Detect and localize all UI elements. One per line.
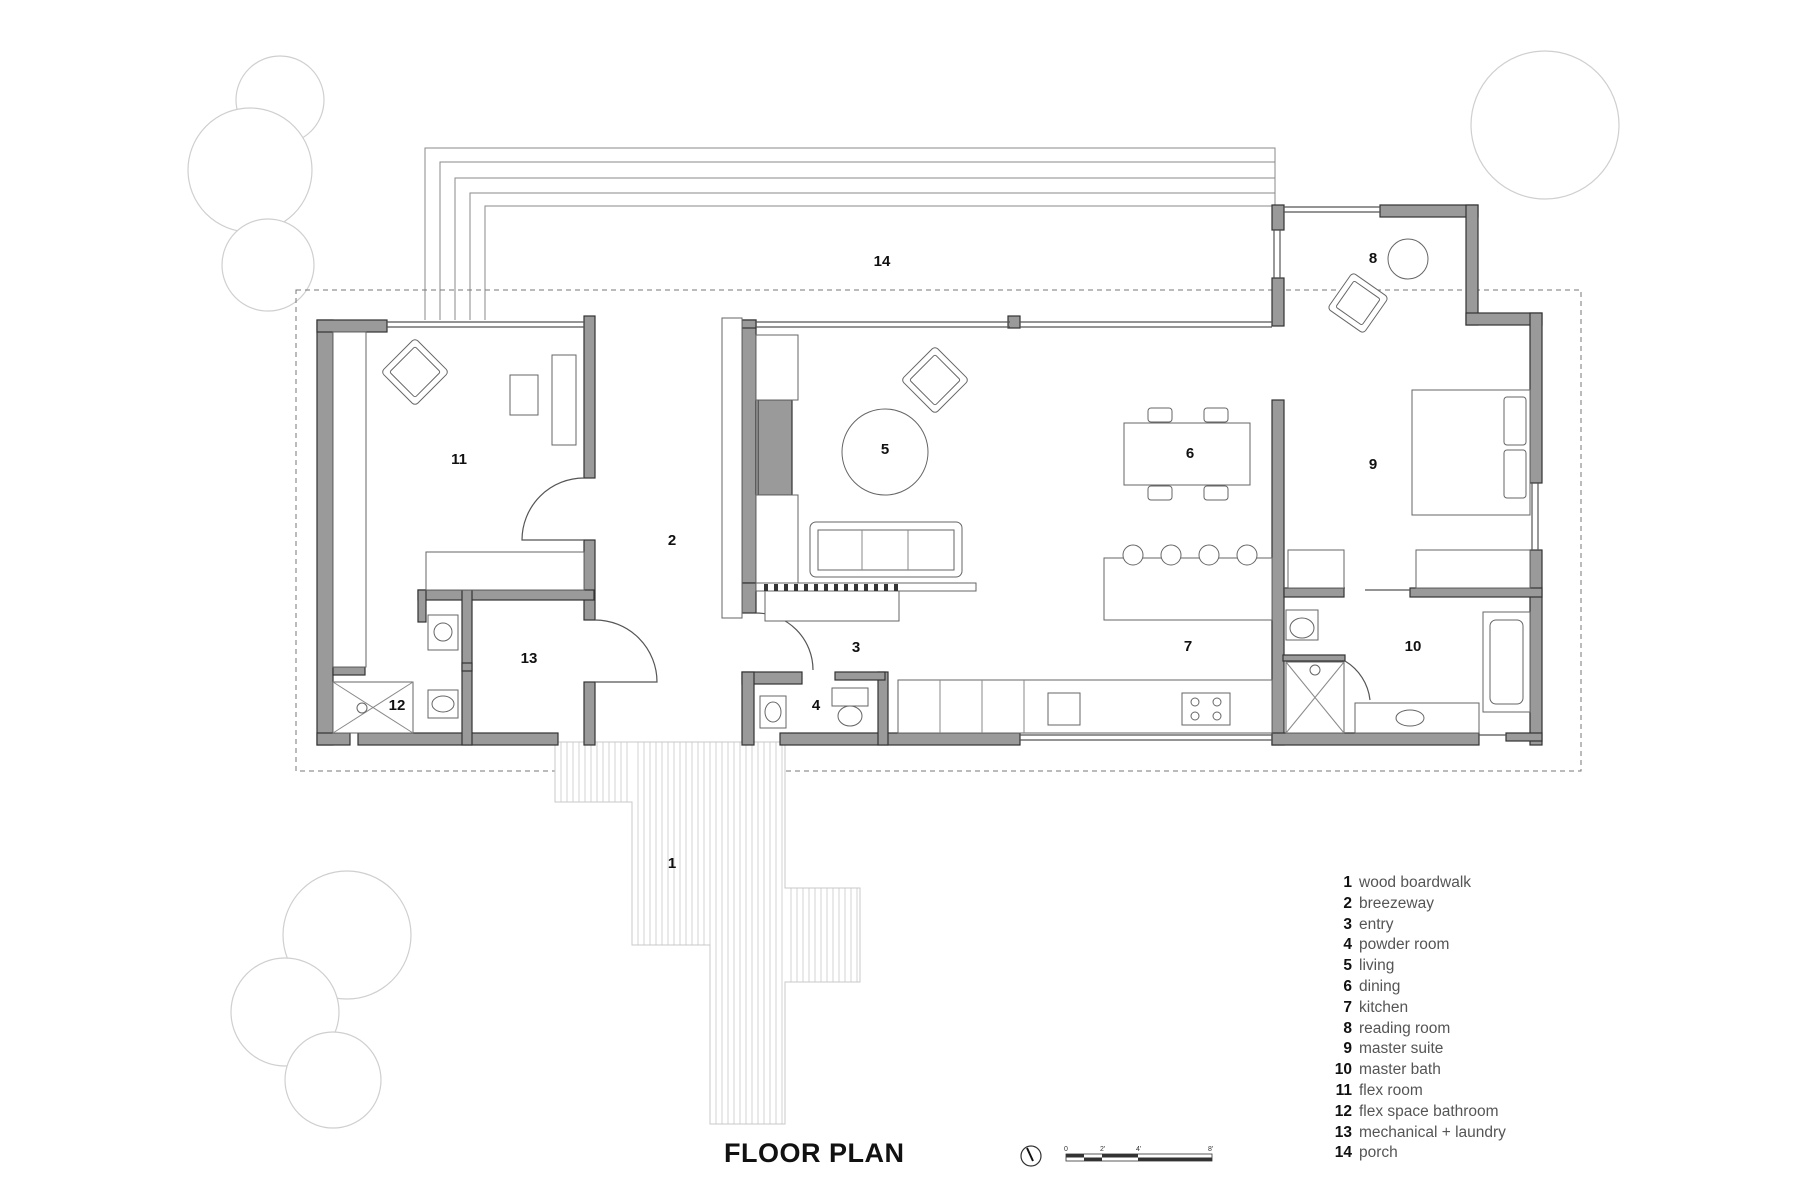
room-label-4: 4 — [812, 697, 821, 714]
room-label-5: 5 — [881, 441, 889, 458]
windows — [387, 206, 1539, 741]
scale-label-2: 2' — [1100, 1146, 1105, 1153]
room-label-2: 2 — [668, 532, 676, 549]
room-label-14: 14 — [874, 253, 891, 270]
room-label-10: 10 — [1405, 638, 1422, 655]
scale-bar: 0 2' 4' 8' — [1064, 1146, 1213, 1162]
north-arrow-icon — [1020, 1145, 1042, 1167]
room-labels: 1 2 3 4 5 6 7 8 9 10 11 12 13 14 — [389, 250, 1422, 872]
room-label-8: 8 — [1369, 250, 1377, 267]
tree-outlines — [187, 50, 1620, 1129]
scale-label-4: 4' — [1136, 1146, 1141, 1153]
scale-label-8: 8' — [1208, 1146, 1213, 1153]
room-label-11: 11 — [451, 451, 467, 468]
room-label-13: 13 — [521, 650, 538, 667]
room-label-12: 12 — [389, 697, 406, 714]
furniture — [332, 238, 1531, 734]
boardwalk — [554, 741, 861, 1125]
roof-outline — [295, 289, 1582, 772]
room-label-1: 1 — [668, 855, 676, 872]
room-label-6: 6 — [1186, 445, 1194, 462]
walls — [316, 204, 1543, 746]
room-label-7: 7 — [1184, 638, 1192, 655]
plan-title: FLOOR PLAN — [724, 1138, 905, 1168]
room-label-3: 3 — [852, 639, 860, 656]
scale-label-0: 0 — [1064, 1146, 1068, 1153]
room-label-9: 9 — [1369, 456, 1377, 473]
porch-outline — [424, 147, 1276, 320]
